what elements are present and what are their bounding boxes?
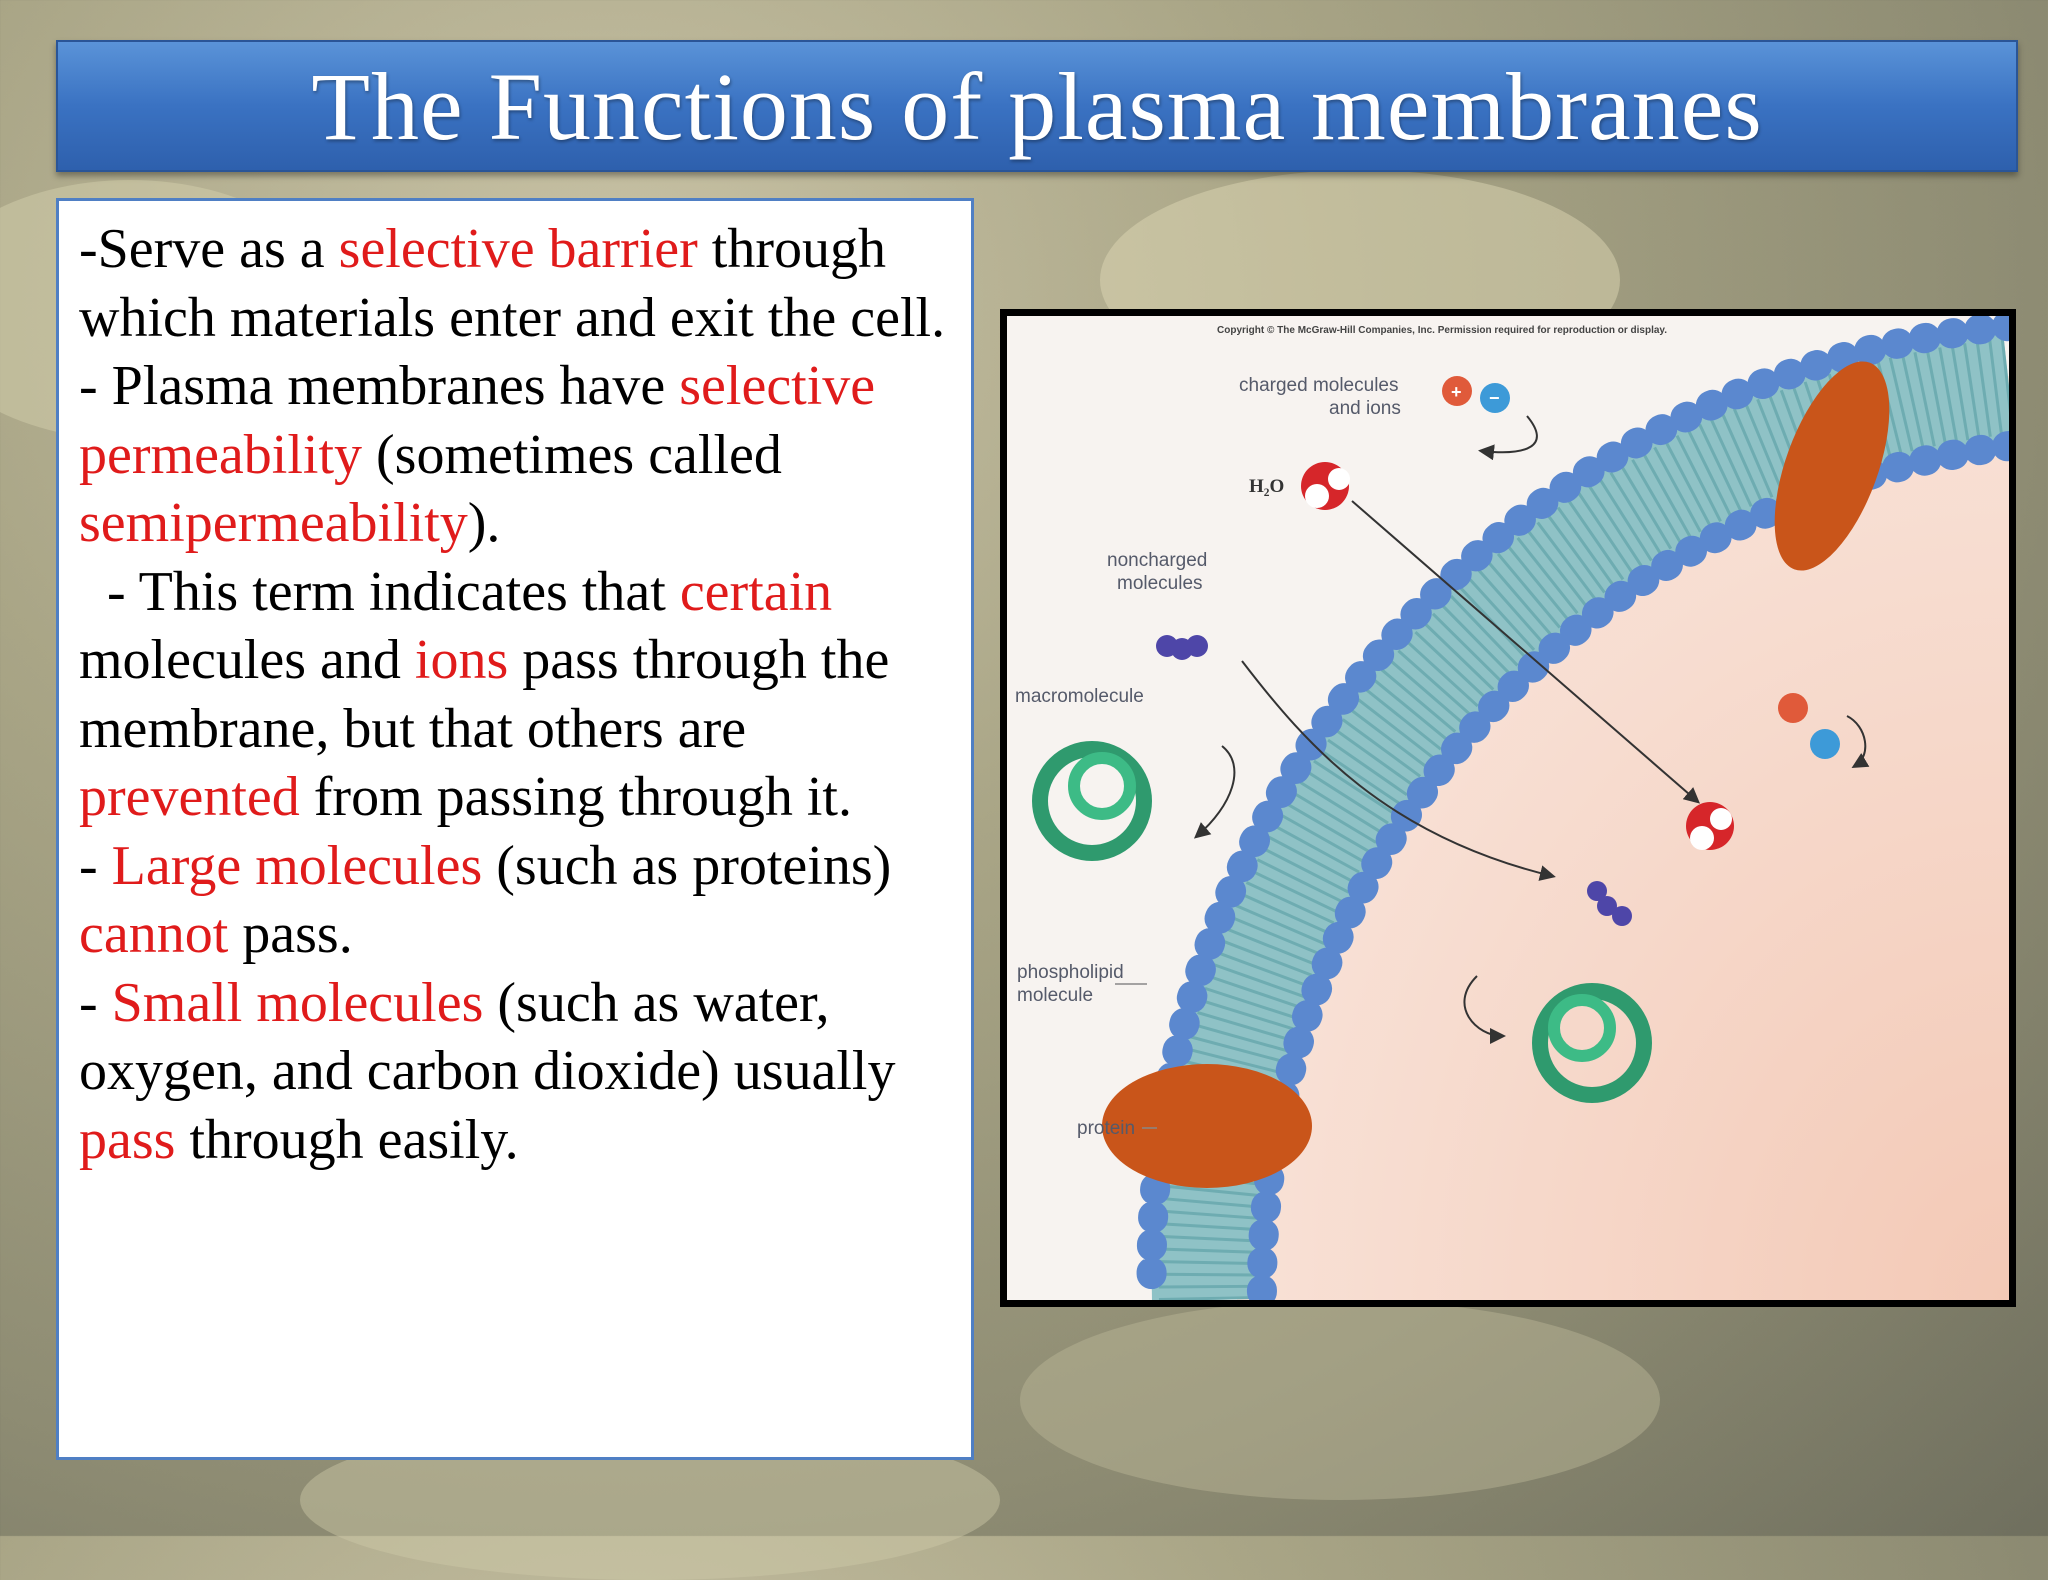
macromolecule-inside (1532, 983, 1652, 1103)
label-protein: protein (1077, 1118, 1135, 1139)
text-run: - This term indicates that (79, 560, 680, 623)
arrow-water (1351, 500, 1701, 804)
copyright-text: Copyright © The McGraw-Hill Companies, I… (1217, 325, 1667, 336)
text-run: - (79, 971, 112, 1034)
channel-protein (1774, 361, 1890, 571)
text-run: (sometimes called (362, 423, 782, 486)
arrow-ion-bounce (1478, 415, 1538, 461)
highlight-text: certain (679, 560, 833, 623)
macromolecule-outside (1032, 741, 1152, 861)
label-noncharged-2: molecules (1117, 573, 1203, 594)
paragraph-3: - This term indicates that certain molec… (79, 558, 953, 832)
highlight-text: semipermeability (79, 492, 468, 554)
label-phospholipid-2: molecule (1017, 985, 1093, 1006)
ion-negative-inside (1810, 729, 1840, 759)
ion-minus-sign: − (1489, 388, 1500, 408)
text-run: from passing through it. (299, 766, 852, 828)
highlight-text: Large molecules (111, 834, 483, 897)
membrane-illustration: Copyright © The McGraw-Hill Companies, I… (1015, 316, 2009, 1300)
highlight-text: selective permeability (79, 355, 876, 486)
water-molecule-outside (1301, 462, 1350, 510)
slide-title: The Functions of plasma membranes (311, 52, 1763, 160)
arrow-macromolecule (1193, 745, 1236, 839)
cell-interior (1234, 376, 2009, 1300)
text-run: through which materials enter and exit t… (79, 218, 946, 349)
ion-positive-outside (1442, 376, 1472, 406)
text-box: -Serve as a selective barrier through wh… (56, 198, 974, 1460)
label-charged-2: and ions (1329, 398, 1401, 419)
noncharged-molecules-inside (1587, 881, 1632, 926)
text-run: (such as water, oxygen, and carbon dioxi… (79, 971, 896, 1103)
text-run: molecules and (79, 629, 415, 691)
text-run: pass through the membrane, but that othe… (79, 629, 890, 760)
text-run: through easily. (175, 1108, 519, 1171)
title-bar: The Functions of plasma membranes (56, 40, 2018, 172)
arrow-noncharged (1241, 660, 1556, 881)
highlight-text: pass (79, 1108, 176, 1171)
highlight-text: selective barrier (338, 218, 698, 280)
label-macromolecule: macromolecule (1015, 686, 1144, 707)
label-phospholipid-1: phospholipid (1017, 962, 1124, 983)
ion-negative-outside (1480, 383, 1510, 413)
highlight-text: ions (414, 629, 509, 691)
text-run: ). (467, 492, 501, 554)
text-run: -Serve as a (79, 218, 339, 280)
arrow-macromolecule-inside (1463, 975, 1506, 1044)
paragraph-5: - Small molecules (such as water, oxygen… (79, 969, 953, 1175)
highlight-text: cannot (79, 903, 229, 965)
text-run: - Plasma membranes have (79, 355, 680, 417)
ion-plus-sign: + (1451, 382, 1462, 402)
background-texture (1020, 1300, 1660, 1500)
text-run: (such as proteins) (482, 834, 892, 897)
arrow-ion-inside (1846, 715, 1870, 769)
ion-positive-inside (1778, 693, 1808, 723)
diagram-canvas: Copyright © The McGraw-Hill Companies, I… (1007, 316, 2009, 1300)
paragraph-2: - Plasma membranes have selective permea… (79, 352, 953, 558)
paragraph-4: - Large molecules (such as proteins) can… (79, 832, 953, 969)
water-molecule-inside (1686, 802, 1734, 850)
membrane-diagram: Copyright © The McGraw-Hill Companies, I… (1000, 309, 2016, 1307)
paragraph-1: -Serve as a selective barrier through wh… (79, 215, 953, 352)
highlight-text: Small molecules (111, 971, 484, 1034)
text-run: pass. (228, 903, 353, 965)
text-run: - (79, 834, 112, 897)
highlight-text: prevented (79, 766, 300, 828)
label-water: H₂O (1249, 476, 1284, 497)
noncharged-molecules-outside (1156, 635, 1208, 660)
label-noncharged-1: noncharged (1107, 550, 1207, 571)
label-charged-1: charged molecules (1239, 375, 1398, 396)
membrane-protein (1102, 1064, 1312, 1188)
